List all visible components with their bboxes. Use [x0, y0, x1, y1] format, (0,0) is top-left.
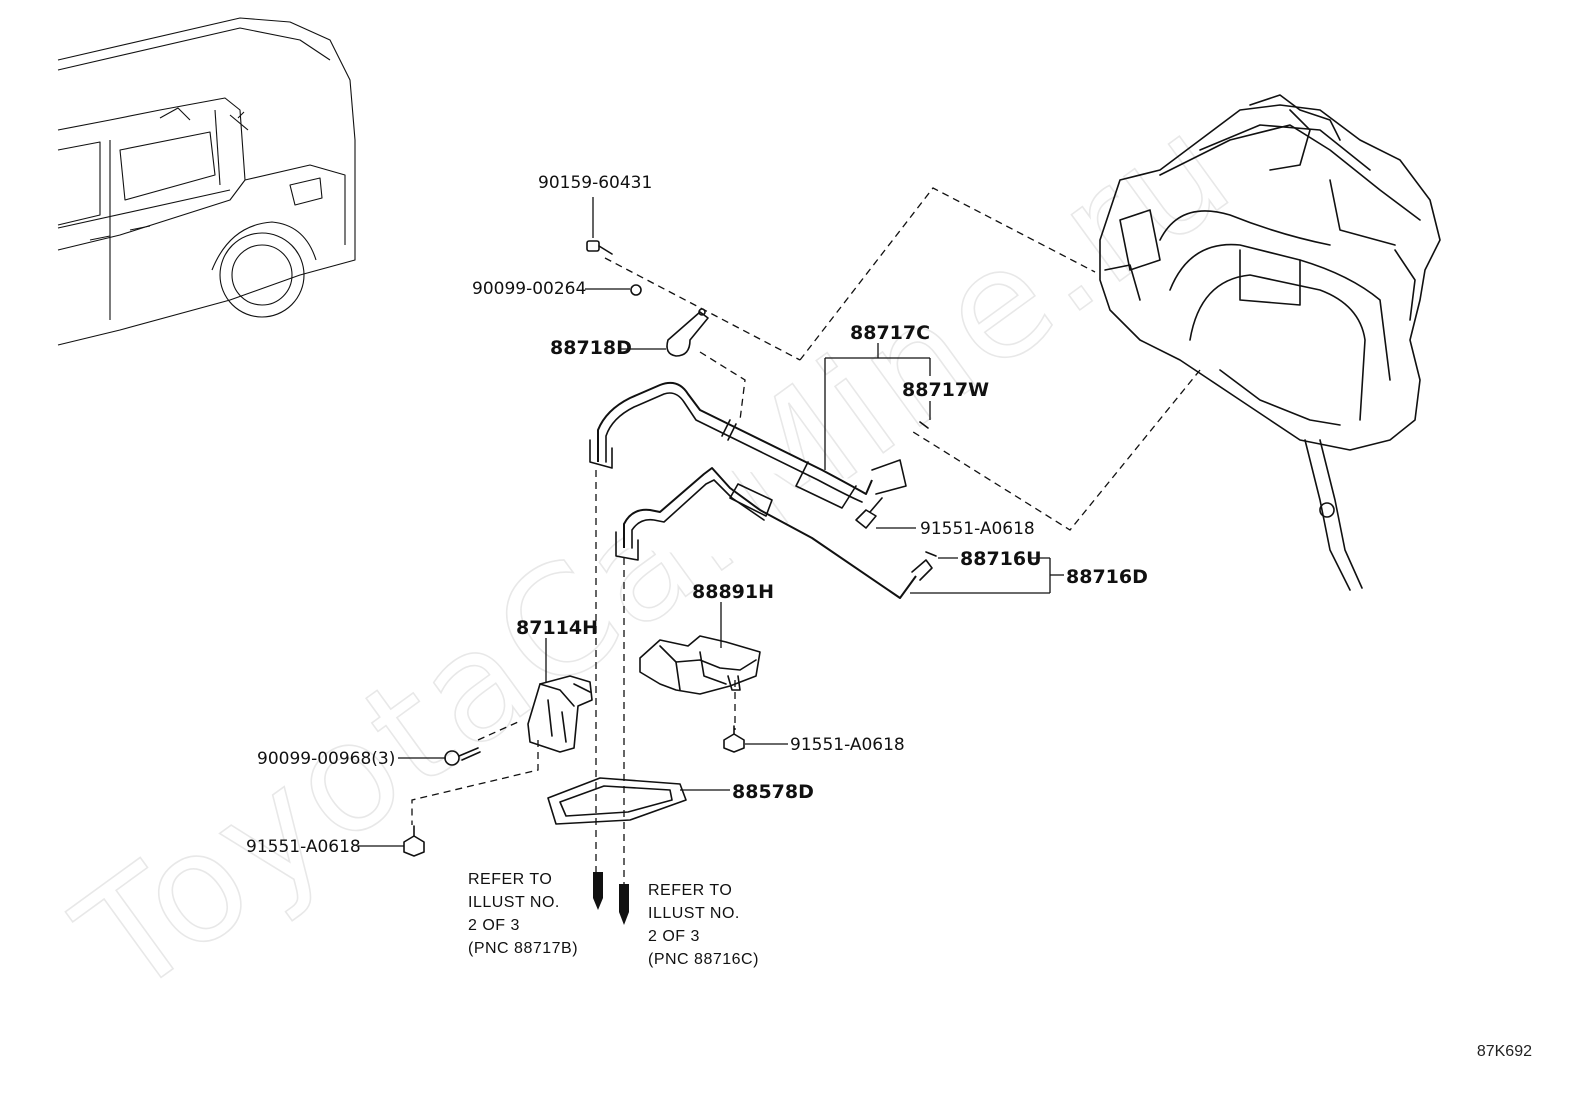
label-87114h: 87114H — [516, 617, 598, 639]
bolt-90159-60431-icon — [586, 240, 613, 255]
bracket-88891h-icon — [639, 635, 761, 695]
refer-note-left-line-1: REFER TO — [468, 871, 552, 888]
label-90159-60431: 90159-60431 — [538, 173, 652, 193]
refer-note-right-line-2: ILLUST NO. — [648, 905, 740, 922]
refer-note-left-line-3: 2 OF 3 — [468, 917, 520, 934]
label-91551-a0618-lower: 91551-A0618 — [246, 837, 361, 857]
o-ring-88717w-icon — [919, 421, 929, 429]
bolt-91551-a0618-upper-icon — [855, 497, 883, 529]
label-90099-00968: 90099-00968(3) — [257, 749, 395, 769]
seal-88578d-icon — [547, 777, 687, 825]
label-88717c: 88717C — [850, 322, 930, 344]
leader-lines — [358, 197, 1064, 847]
servo-87114h-icon — [527, 675, 593, 753]
refer-note-left: REFER TO ILLUST NO. 2 OF 3 (PNC 88717B) — [468, 871, 578, 957]
refer-note-right-line-4: (PNC 88716C) — [648, 951, 759, 968]
label-88718d: 88718D — [550, 337, 632, 359]
bolt-91551-a0618-lower-icon — [403, 825, 425, 857]
hvac-unit-illustration — [1099, 94, 1441, 591]
label-91551-a0618-upper: 91551-A0618 — [920, 519, 1035, 539]
label-88716d: 88716D — [1066, 566, 1148, 588]
hose-88717c-icon — [589, 381, 907, 509]
assembly-dashed-lines — [411, 187, 1201, 890]
nut-90099-00264-icon — [630, 284, 642, 296]
pipe-88716d-icon — [615, 467, 933, 599]
label-91551-a0618-middle: 91551-A0618 — [790, 735, 905, 755]
label-88717w: 88717W — [902, 379, 989, 401]
illustration-code: 87K692 — [1477, 1043, 1532, 1060]
refer-note-left-line-4: (PNC 88717B) — [468, 940, 578, 957]
o-ring-88716u-icon — [925, 551, 937, 557]
label-90099-00264: 90099-00264 — [472, 279, 586, 299]
refer-note-right-line-3: 2 OF 3 — [648, 928, 700, 945]
refer-note-right-line-1: REFER TO — [648, 882, 732, 899]
bolt-91551-a0618-middle-icon — [723, 725, 745, 753]
refer-note-left-line-2: ILLUST NO. — [468, 894, 560, 911]
clamp-88718d-icon — [666, 308, 709, 357]
refer-arrows — [593, 872, 629, 925]
vehicle-illustration — [57, 17, 356, 346]
label-88891h: 88891H — [692, 581, 774, 603]
refer-note-right: REFER TO ILLUST NO. 2 OF 3 (PNC 88716C) — [648, 882, 759, 968]
label-88578d: 88578D — [732, 781, 814, 803]
label-88716u: 88716U — [960, 548, 1042, 570]
